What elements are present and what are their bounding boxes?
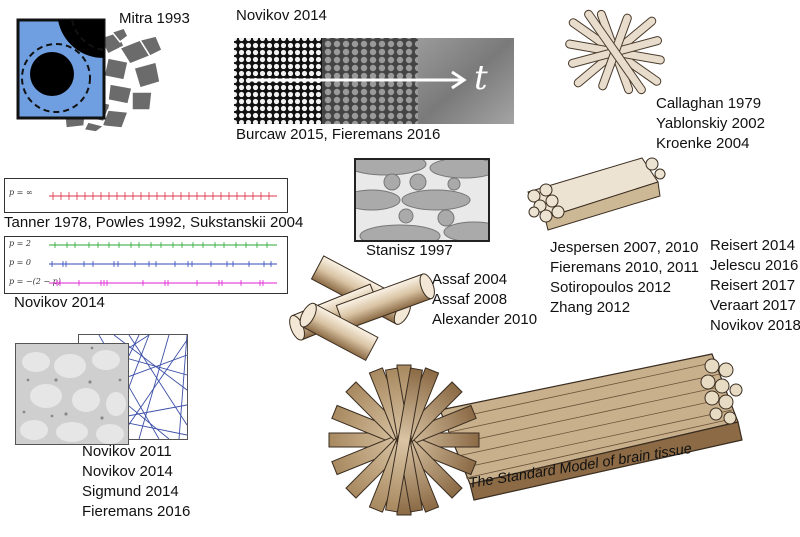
standard-model-caption: The Standard Model of brain tissue	[467, 440, 693, 492]
citation-novikov-mid: Novikov 2014	[14, 294, 105, 311]
citation-line: Sigmund 2014	[82, 483, 179, 500]
citation-mitra: Mitra 1993	[119, 10, 190, 27]
strip-label: p = 2	[9, 239, 31, 248]
strip-panel-disorder: p = 2 p = 0 p = −(2 − p)	[4, 236, 288, 294]
citation-line: Reisert 2017	[710, 277, 796, 294]
citation-line: Novikov 2014	[82, 463, 173, 480]
citation-line: Novikov 2018	[710, 317, 800, 334]
citation-line: Novikov 2011	[82, 443, 172, 460]
strip-label: p = 0	[9, 258, 31, 267]
citation-callaghan: Callaghan 1979 Yablonskiy 2002 Kroenke 2…	[656, 94, 765, 154]
citation-line: Callaghan 1979	[656, 95, 762, 112]
citation-line: Fieremans 2010, 2011	[550, 259, 699, 276]
citation-stanisz: Stanisz 1997	[366, 242, 453, 259]
citation-line: Sotiropoulos 2012	[550, 279, 671, 296]
citation-jespersen: Jespersen 2007, 2010 Fieremans 2010, 201…	[550, 238, 699, 318]
citation-burcaw: Burcaw 2015, Fieremans 2016	[236, 126, 441, 143]
citation-line: Jelescu 2016	[710, 257, 799, 274]
citation-line: Kroenke 2004	[656, 135, 750, 152]
citation-line: Assaf 2004	[432, 271, 508, 288]
strip-label: p = −(2 − p)	[9, 277, 61, 286]
citation-assaf: Assaf 2004 Assaf 2008 Alexander 2010	[432, 270, 537, 330]
citation-novikov-list: Novikov 2011 Novikov 2014 Sigmund 2014 F…	[82, 442, 190, 522]
citation-line: Yablonskiy 2002	[656, 115, 765, 132]
citation-novikov-top: Novikov 2014	[236, 7, 327, 24]
strip-label: p = ∞	[9, 188, 33, 197]
strip-panel-p-inf: p = ∞	[4, 178, 288, 213]
citation-line: Veraart 2017	[710, 297, 796, 314]
citation-line: Assaf 2008	[432, 291, 508, 308]
citation-line: Jespersen 2007, 2010	[550, 239, 699, 256]
stanisz-diagram	[354, 158, 490, 242]
citation-line: Zhang 2012	[550, 299, 631, 316]
citation-line: Fieremans 2016	[82, 503, 191, 520]
citation-tanner: Tanner 1978, Powles 1992, Sukstanskii 20…	[4, 214, 304, 231]
micrograph-panel	[15, 343, 129, 445]
citation-line: Alexander 2010	[432, 311, 538, 328]
time-symbol: t	[474, 58, 488, 98]
citation-reisert: Reisert 2014 Jelescu 2016 Reisert 2017 V…	[710, 236, 800, 336]
citation-line: Reisert 2014	[710, 237, 796, 254]
